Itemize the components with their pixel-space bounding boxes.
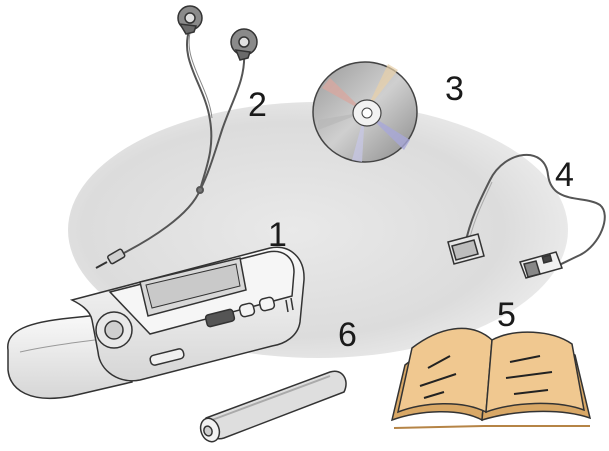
battery-illustration <box>197 371 346 444</box>
cd-illustration <box>313 62 417 162</box>
callout-2-earphones: 2 <box>248 88 267 122</box>
callout-5-manual: 5 <box>497 298 516 332</box>
callout-3-cd: 3 <box>445 72 464 106</box>
callout-4-usb-cable: 4 <box>555 158 574 192</box>
manual-book-illustration <box>392 328 590 428</box>
callout-1-player: 1 <box>268 218 287 252</box>
callout-6-battery: 6 <box>338 318 357 352</box>
